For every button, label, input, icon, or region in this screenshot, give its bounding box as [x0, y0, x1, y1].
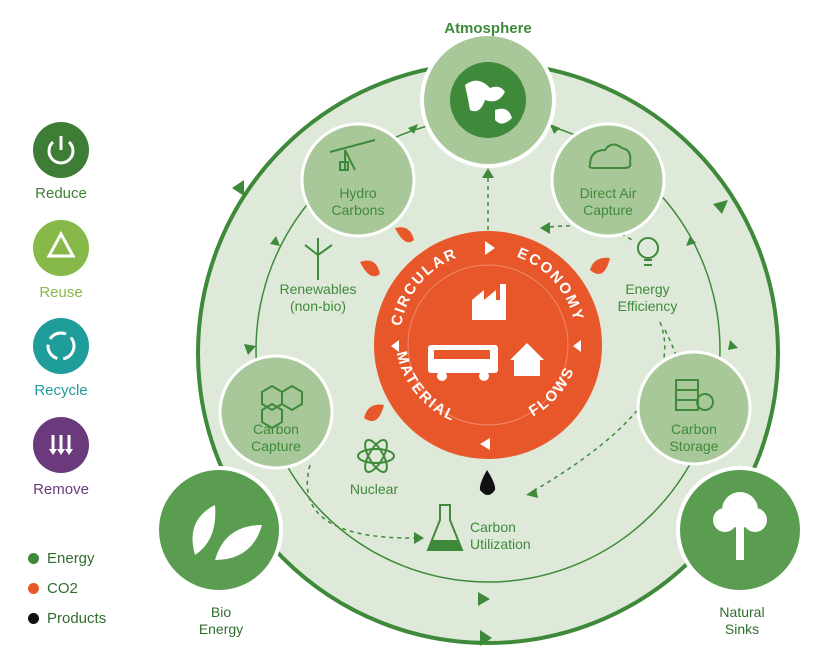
- co2-drop-icon: [590, 257, 610, 274]
- carbon-capture-label: Carbon Capture: [251, 421, 301, 454]
- renewables-label: Renewables (non-bio): [279, 281, 357, 314]
- arrow-head: [686, 236, 696, 246]
- direct-air-capture-label: Direct Air Capture: [579, 185, 637, 218]
- bus-windows: [434, 350, 490, 359]
- arrow-head: [713, 200, 728, 214]
- tree-icon: [713, 492, 767, 560]
- dashed-flow: [306, 464, 419, 539]
- key-co2: CO2: [28, 580, 78, 597]
- recycle-icon: [33, 318, 89, 374]
- lightbulb-icon: [637, 237, 659, 266]
- cloud-icon: [588, 143, 632, 169]
- carbon-storage-label: Carbon Storage: [669, 421, 719, 454]
- continent-shape: [495, 108, 512, 124]
- flow-triangle: [480, 438, 490, 450]
- products-dot: [28, 613, 39, 624]
- recycle-label: Recycle: [34, 382, 88, 399]
- continent-shape: [465, 80, 505, 112]
- key-products: Products: [28, 610, 106, 627]
- arrow-head: [478, 592, 490, 606]
- co2-dot: [28, 583, 39, 594]
- co2-drop-icon: [364, 404, 384, 422]
- product-drop-icon: [479, 470, 496, 495]
- arrow-head: [408, 124, 418, 134]
- reduce-label: Reduce: [35, 185, 87, 202]
- house-icon: [510, 343, 544, 376]
- arrow-head: [414, 532, 424, 544]
- core-inner-ring: [407, 264, 569, 426]
- key-energy: Energy: [28, 550, 95, 567]
- bio-energy-node: [155, 466, 283, 594]
- hydro-carbons-label: Hydro Carbons: [331, 185, 385, 218]
- molecule-icon: [261, 384, 303, 430]
- co2-drop-icon: [395, 227, 414, 243]
- flow-triangle: [391, 340, 399, 352]
- reuse-label: Reuse: [39, 284, 83, 301]
- leaf-icon: [192, 505, 216, 555]
- wind-turbine-icon: [304, 238, 333, 280]
- flow-triangle: [485, 241, 495, 255]
- arrow-head: [480, 630, 492, 646]
- arrow-head: [540, 222, 550, 234]
- flask-liquid: [428, 540, 462, 550]
- key-products-label: Products: [47, 610, 107, 627]
- storage-tank-icon: [675, 379, 714, 411]
- arrow-head: [482, 168, 494, 178]
- nuclear-label: Nuclear: [349, 481, 399, 497]
- arrow-head: [244, 344, 256, 355]
- leaf-icon: [215, 525, 262, 560]
- remove-icon: [33, 417, 89, 473]
- remove-label: Remove: [33, 481, 89, 498]
- arrow-head: [550, 124, 560, 134]
- carbon-utilization-label: Carbon Utilization: [470, 519, 531, 552]
- oil-pump-icon: [329, 139, 376, 171]
- key-energy-label: Energy: [47, 550, 95, 567]
- reduce-icon: [33, 122, 89, 178]
- flow-triangle: [573, 340, 581, 352]
- arrow-head: [270, 236, 280, 246]
- hydro-carbons-node: [300, 122, 416, 238]
- energy-efficiency-label: Energy Efficiency: [617, 281, 678, 314]
- arrow-head: [526, 488, 538, 498]
- reuse-icon: [33, 220, 89, 276]
- arrow-head: [728, 340, 738, 350]
- carbon-capture-node: [218, 354, 334, 470]
- factory-icon: [472, 284, 506, 320]
- natural-sinks-label: Natural Sinks: [719, 604, 765, 637]
- key-co2-label: CO2: [47, 580, 78, 597]
- bio-energy-label: Bio Energy: [198, 604, 244, 637]
- co2-drop-icon: [360, 260, 380, 277]
- arrow-head: [232, 180, 244, 196]
- atom-icon: [357, 439, 395, 473]
- atmosphere-label: Atmosphere: [444, 20, 532, 37]
- direct-air-capture-node: [550, 122, 666, 238]
- energy-dot: [28, 553, 39, 564]
- carbon-storage-node: [636, 350, 752, 466]
